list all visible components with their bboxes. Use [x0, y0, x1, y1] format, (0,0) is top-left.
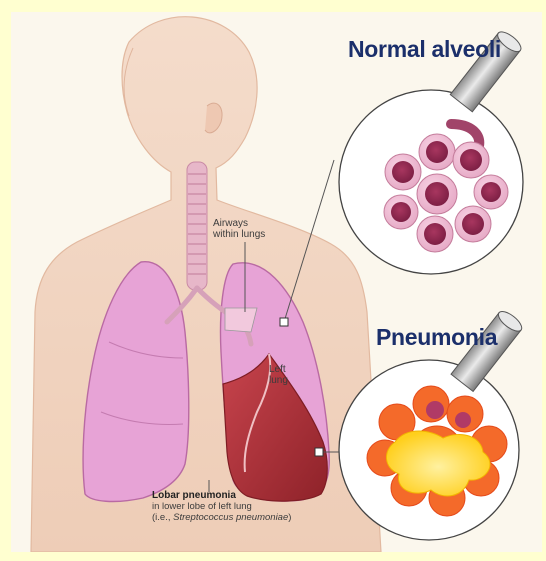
pneumonia-marker [315, 448, 323, 456]
normal-alveoli-inset [339, 28, 524, 274]
airways-label-line1: Airways [213, 218, 265, 229]
lobar-pneumonia-caption: Lobar pneumonia in lower lobe of left lu… [152, 490, 291, 523]
normal-marker [280, 318, 288, 326]
bacteria-name: Streptococcus pneumoniae [173, 512, 288, 523]
left-lung-label-line2: lung [269, 375, 288, 386]
figure-frame: Normal alveoli Pneumonia Airways within … [11, 12, 542, 552]
left-lung-label-line1: Left [269, 364, 288, 375]
pneumonia-heading: Pneumonia [376, 324, 497, 351]
airway-highlight [225, 308, 257, 332]
example-suffix: ) [288, 512, 291, 523]
trachea [187, 162, 207, 290]
lobar-pneumonia-location: in lower lobe of left lung [152, 501, 291, 512]
airways-label-line2: within lungs [213, 229, 265, 240]
lobar-pneumonia-title: Lobar pneumonia [152, 490, 291, 501]
lobar-pneumonia-example: (i.e., Streptococcus pneumoniae) [152, 512, 291, 523]
left-lung-label: Left lung [269, 364, 288, 386]
anatomy-illustration [11, 12, 542, 552]
example-prefix: (i.e., [152, 512, 173, 523]
airways-label: Airways within lungs [213, 218, 265, 240]
normal-alveoli-heading: Normal alveoli [348, 36, 501, 63]
